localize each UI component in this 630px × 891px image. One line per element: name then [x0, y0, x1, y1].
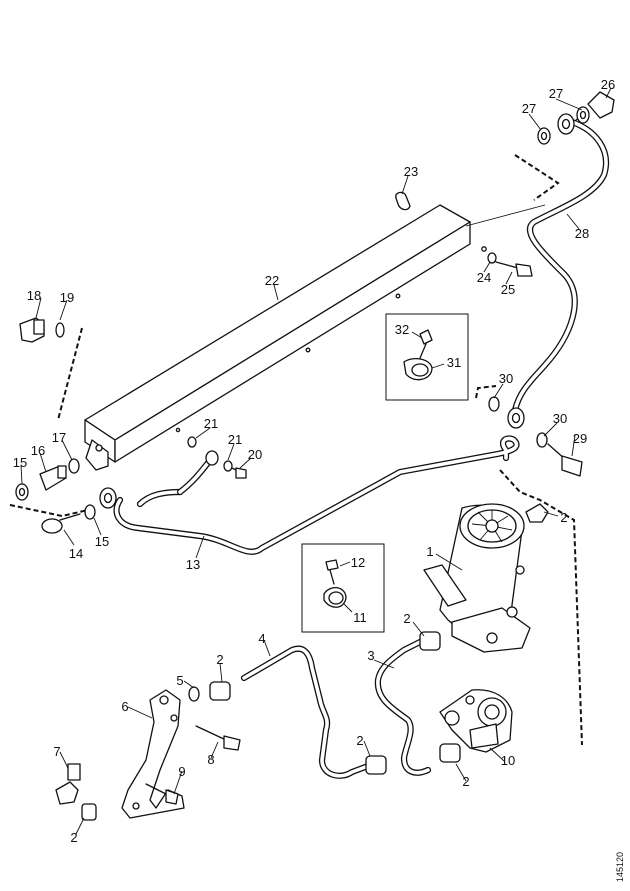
callout-3: 3 — [367, 648, 374, 663]
connector-2-left — [209, 681, 231, 701]
connector-2-pump — [439, 743, 461, 763]
washer-30-upper — [488, 396, 500, 412]
callout-4: 4 — [258, 631, 265, 646]
banjo-end-28 — [507, 407, 525, 429]
banjo-bolt-14 — [41, 513, 81, 534]
connector-2-filter — [419, 631, 441, 651]
callout-31: 31 — [447, 355, 461, 370]
washer-27-upper — [576, 106, 590, 124]
dashed-line-27-28 — [514, 154, 560, 201]
fuel-filter-housing — [423, 503, 531, 653]
callout-2-left-connector: 2 — [216, 652, 223, 667]
callout-1: 1 — [426, 544, 433, 559]
callout-9: 9 — [178, 764, 185, 779]
callout-7: 7 — [53, 744, 60, 759]
washer-21-upper — [187, 436, 197, 448]
callout-25: 25 — [501, 282, 515, 297]
dashed-line-14-15 — [9, 504, 89, 518]
connector-2-center — [365, 755, 387, 775]
washer-21-lower — [223, 460, 233, 472]
elbow-fitting-18 — [19, 317, 45, 343]
tube-4 — [240, 645, 372, 779]
callout-27-right: 27 — [549, 86, 563, 101]
callout-11: 11 — [353, 610, 367, 625]
tube-28 — [511, 118, 609, 414]
dashed-line-2-10 — [499, 469, 583, 746]
filter-fins — [471, 510, 513, 543]
bolt-8 — [195, 725, 241, 751]
washer-15-left — [15, 483, 29, 501]
callout-16: 16 — [31, 443, 45, 458]
callout-8: 8 — [207, 752, 214, 767]
clip-23 — [395, 191, 411, 211]
callout-24: 24 — [477, 270, 491, 285]
washer-30-lower — [536, 432, 548, 448]
callout-17: 17 — [52, 430, 66, 445]
washer-24 — [487, 252, 497, 264]
washer-19 — [55, 322, 65, 338]
dashed-line-30 — [475, 385, 497, 399]
figure-reference-number: 145120 — [615, 852, 625, 882]
banjo-end-13 — [99, 487, 117, 509]
detail-inset-31-32 — [385, 313, 469, 401]
callout-2-filter-top: 2 — [560, 510, 567, 525]
callout-2-bottom: 2 — [70, 830, 77, 845]
callout-13: 13 — [186, 557, 200, 572]
leader-lines — [20, 87, 612, 835]
bolt-29 — [547, 443, 583, 477]
callout-19: 19 — [60, 290, 74, 305]
callout-14: 14 — [69, 546, 83, 561]
callout-32: 32 — [395, 322, 409, 337]
callout-10: 10 — [501, 753, 515, 768]
mounting-rail — [84, 204, 546, 471]
detail-inset-11-12 — [301, 543, 385, 633]
fitting-16 — [39, 465, 67, 491]
bolt-9 — [145, 783, 179, 805]
washer-15-right — [84, 504, 96, 520]
callout-18: 18 — [27, 288, 41, 303]
callout-23: 23 — [404, 164, 418, 179]
callout-6: 6 — [121, 699, 128, 714]
callout-29: 29 — [573, 431, 587, 446]
connector-2-top — [525, 503, 549, 523]
bolt-25 — [495, 261, 533, 277]
callout-2-center: 2 — [356, 733, 363, 748]
bolt-20 — [231, 467, 247, 479]
callout-15-left: 15 — [13, 455, 27, 470]
banjo-fitting-7 — [55, 763, 81, 805]
washer-27-lower — [537, 127, 551, 145]
pump-assembly — [439, 689, 513, 753]
dashed-line-18-19 — [57, 327, 83, 421]
callout-27-left: 27 — [522, 101, 536, 116]
callout-30-lower: 30 — [553, 411, 567, 426]
fitting-5 — [188, 686, 200, 702]
callout-5: 5 — [176, 673, 183, 688]
banjo-end-small — [205, 450, 219, 466]
callout-30-upper: 30 — [499, 371, 513, 386]
banjo-fitting-28 — [557, 113, 575, 135]
callout-12: 12 — [351, 555, 365, 570]
callout-26: 26 — [601, 77, 615, 92]
callout-28: 28 — [575, 226, 589, 241]
adapter-2-bottom — [81, 803, 97, 821]
washer-17 — [68, 458, 80, 474]
callout-21-upper: 21 — [204, 416, 218, 431]
callout-2-pump: 2 — [462, 774, 469, 789]
callout-2-filter-inlet: 2 — [403, 611, 410, 626]
callout-20: 20 — [248, 447, 262, 462]
callout-22: 22 — [265, 273, 279, 288]
callout-15-right: 15 — [95, 534, 109, 549]
callout-labels: 26 27 27 23 28 22 24 25 18 19 32 31 30 3… — [13, 77, 615, 845]
callout-21-lower: 21 — [228, 432, 242, 447]
tube-3 — [374, 638, 432, 776]
